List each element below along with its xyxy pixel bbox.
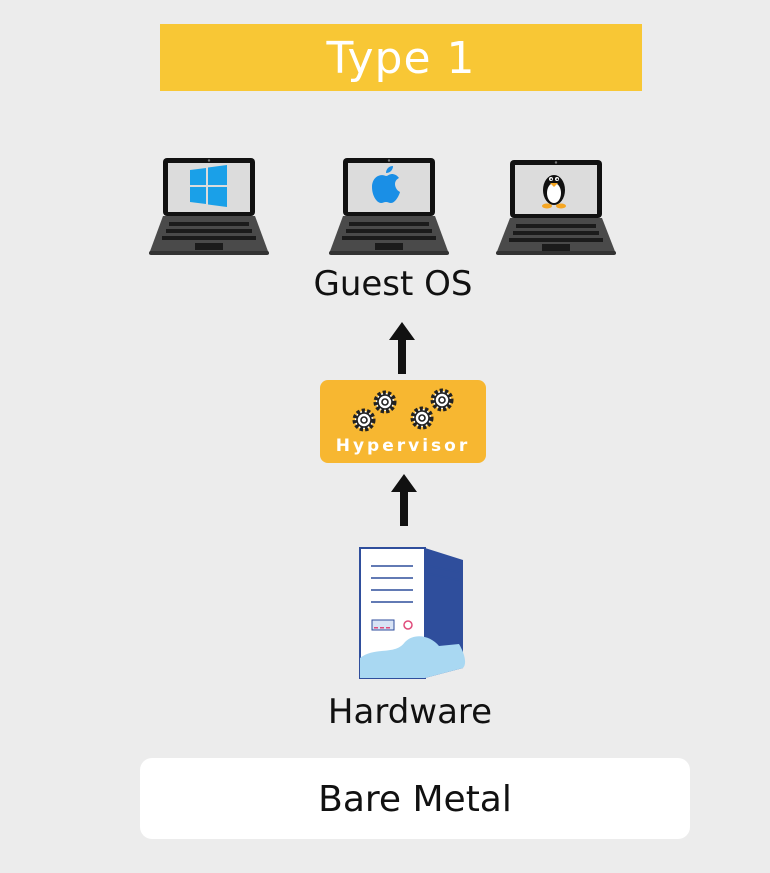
bare-metal-box: Bare Metal xyxy=(140,758,690,839)
mac-laptop-icon xyxy=(327,156,451,256)
guest-os-label: Guest OS xyxy=(313,264,473,304)
windows-logo-icon xyxy=(190,165,227,207)
server-tower-icon xyxy=(359,547,466,679)
hypervisor-label: Hypervisor xyxy=(335,436,471,456)
bare-metal-label: Bare Metal xyxy=(318,779,512,820)
arrow-up-icon xyxy=(391,474,417,526)
linux-tux-icon xyxy=(542,175,566,209)
arrow-up-icon xyxy=(389,322,415,374)
hypervisor-box: Hypervisor xyxy=(320,380,486,463)
gears-icon xyxy=(352,388,454,432)
apple-logo-icon xyxy=(372,166,400,203)
linux-laptop-icon xyxy=(494,156,618,256)
diagram-title: Type 1 xyxy=(326,33,476,84)
hardware-label: Hardware xyxy=(327,692,493,732)
title-banner: Type 1 xyxy=(160,24,642,91)
windows-laptop-icon xyxy=(147,156,271,256)
